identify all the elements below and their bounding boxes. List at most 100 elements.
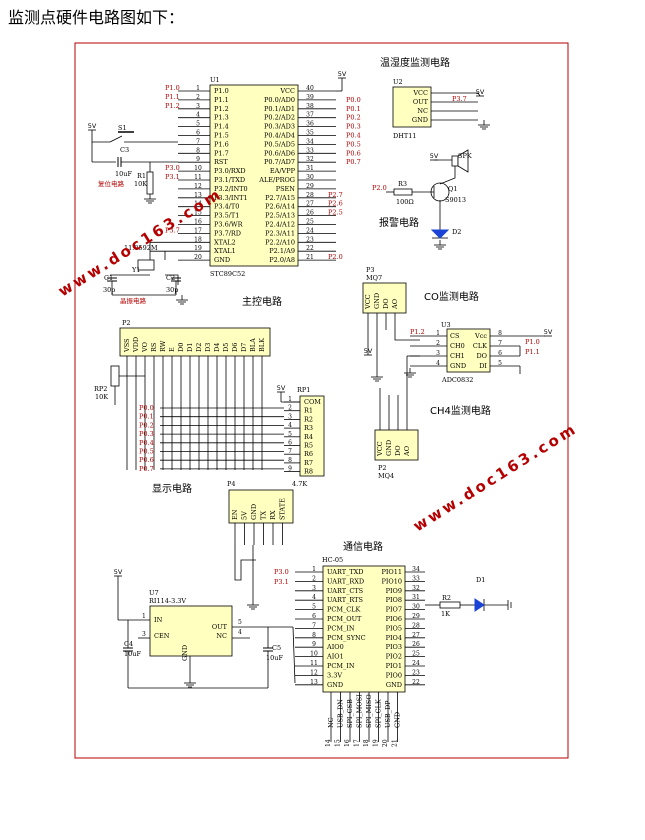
lcd-module [119,327,271,357]
mcu-pin-num: 35 [306,130,314,137]
lcd-pin: VSS [123,339,131,354]
hc05-pin-name: PIO11 [381,568,402,576]
crystal-body [137,259,155,271]
mcu-pin-name: P1.1 [214,96,229,104]
hc05-pin-name: GND [327,681,343,689]
wire [477,92,481,97]
hc05-net-tx: P3.0 [274,568,289,576]
power-label: 5V [277,384,286,392]
mcu-pin-name: P2.6/A14 [265,203,295,211]
mcu-pin-name: P3.6/WR [214,221,244,229]
lcd-pin: D4 [213,343,221,352]
rp1-ref: RP1 [297,386,310,394]
bt-header [228,489,294,524]
rp1-pin: R2 [304,415,313,423]
co-sensor-pin: DO [382,298,390,309]
hc05-pin-name: 3.3V [327,671,342,679]
reg-c5-val: 10uF [266,654,283,662]
mcu-pin-name: PSEN [276,185,296,193]
reg-in: IN [154,616,163,624]
mcu-pin-name: P3.4/T0 [214,203,239,211]
hc05-pin-name: PCM_SYNC [327,634,366,642]
reset-caption: 复位电路 [98,179,125,188]
mcu-net-label: P0.1 [346,105,361,113]
hc05-pin-name: PIO3 [386,643,402,651]
hc05-pin-num: 6 [312,613,316,620]
mcu-pin-name: P2.2/A10 [265,238,295,246]
mcu-pin-name: P1.2 [214,105,229,113]
mcu-pin-num: 37 [306,112,314,119]
lcd-pin: D3 [204,343,212,352]
ch4-sensor-part: MQ4 [378,472,394,480]
hc05-pin-name: PIO6 [386,615,402,623]
ch4-sensor-pin: AO [403,446,411,457]
mcu-net-label: P1.2 [165,102,180,110]
mcu-pin-num: 8 [196,147,200,154]
mcu-pin-name: P1.5 [214,132,229,140]
hc05-pin-name: UART_RXD [327,577,364,585]
hc05-bottom-pin: SPI_CLK [375,699,383,728]
hc05-res-val: 1K [441,610,450,618]
data-bus-net: P0.7 [139,465,154,473]
reset-cap-val: 10uF [115,170,132,178]
hc05-pin-name: UART_CTS [327,587,363,595]
crystal-ref: Y1 [131,266,140,274]
lcd-pin: E [168,347,176,352]
lcd-pin: RS [150,343,158,352]
power-label: 5V [476,88,485,96]
hc05-bottom-pin: GND [394,712,402,728]
adc-net-clk: P1.0 [525,338,540,346]
mcu-pin-name: P0.7/AD7 [264,158,295,166]
transistor-part: S9013 [445,196,466,204]
adc-pin-num: 7 [498,340,502,347]
alarm-res-val: 100Ω [396,198,414,206]
hc05-pin-name: PIO7 [386,606,402,614]
hc05-pin-num: 24 [412,660,420,667]
hc05-bottom-num: 14 [325,739,332,747]
lcd-pin: RW [159,340,167,352]
mcu-net-label: P0.4 [346,132,361,140]
hc05-bottom-num: 15 [335,739,342,747]
reg-chip [149,605,233,657]
hc05-led [474,598,485,612]
mcu-pin-name: P3.5/T1 [214,212,239,220]
mcu-pin-name: P2.4/A12 [265,221,295,229]
mcu-pin-num: 25 [306,219,314,226]
alarm-res-ref: R3 [398,180,407,188]
mcu-pin-name: P0.1/AD1 [264,105,295,113]
lcd-pin: D1 [186,343,194,352]
hc05-pin-name: PIO2 [386,653,402,661]
mcu-pin-num: 21 [306,254,314,261]
hc05-pin-name: PIO9 [386,587,402,595]
section-title-temp: 温湿度监测电路 [380,56,450,69]
ch4-sensor-pin: GND [385,440,393,456]
hc05-pin-name: PIO8 [386,596,402,604]
mcu-net-label: P0.6 [346,149,361,157]
data-bus-net: P0.6 [139,456,154,464]
wire [234,545,256,581]
power-label: 5V [364,347,373,355]
adc-pin-name: CS [450,332,459,340]
section-title-co: CO监测电路 [424,290,479,303]
hc05-pin-num: 33 [412,575,420,582]
hc05-pin-num: 11 [310,660,318,667]
hc05-led-ref: D1 [476,576,485,584]
hc05-pin-num: 13 [310,679,318,686]
p4-pin: TX [260,511,268,520]
p4-ref: P4 [227,480,236,488]
hc05-pin-num: 28 [412,622,420,629]
hc05-ref: HC-05 [322,556,343,564]
mcu-pin-name: P2.5/A13 [265,212,295,220]
mcu-pin-name: P2.1/A9 [269,247,295,255]
mcu-pin-num: 23 [306,236,314,243]
mcu-net-label: P2.0 [328,253,343,261]
mcu-pin-name: P3.1/TXD [214,176,245,184]
mcu-pin-num: 29 [306,183,314,190]
mcu-pin-num: 38 [306,103,314,110]
adc-pin-name: DO [476,352,487,360]
hc05-pin-num: 34 [412,566,420,573]
dht11-part: DHT11 [393,132,417,140]
adc-chip [446,328,491,373]
hc05-pin-num: 29 [412,613,420,620]
hc05-pin-num: 32 [412,585,420,592]
